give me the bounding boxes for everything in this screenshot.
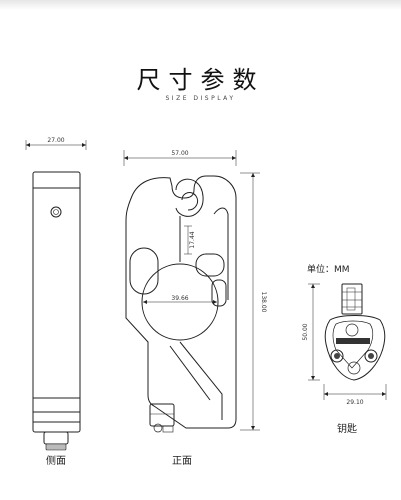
page-title: 尺寸参数 (136, 66, 265, 94)
front-width-dimension: 57.00 (171, 150, 188, 157)
key-view-caption: 钥匙 (337, 424, 357, 435)
key-view-drawing (308, 283, 387, 400)
front-view-caption: 正面 (172, 456, 192, 467)
page-subtitle: SIZE DISPLAY (165, 95, 236, 102)
side-view-caption: 侧面 (46, 456, 66, 467)
unit-label: 单位：MM (307, 265, 350, 275)
key-width-dimension: 29.10 (346, 399, 363, 406)
side-width-dimension: 27.00 (47, 137, 64, 144)
front-view-drawing (123, 150, 260, 433)
top-shadow-bar (0, 0, 401, 10)
side-view-drawing (25, 140, 87, 451)
hole-diameter-dimension: 39.66 (171, 295, 188, 302)
key-height-dimension: 50.00 (302, 323, 309, 340)
front-height-dimension: 138.00 (260, 292, 267, 313)
slot-dimension: 17.44 (189, 231, 196, 248)
